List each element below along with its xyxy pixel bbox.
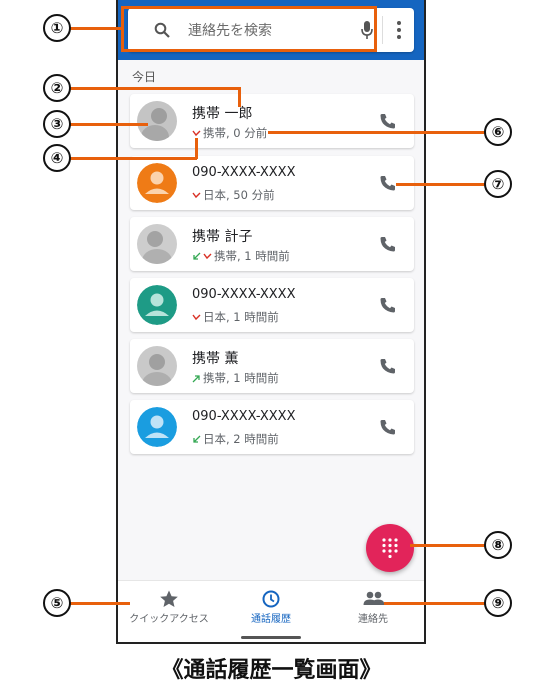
contact-photo-avatar[interactable] <box>137 346 177 386</box>
figure-caption: 《通話履歴一覧画面》 <box>161 658 382 683</box>
nav-label: 通話履歴 <box>251 614 291 625</box>
phone-number: 090-XXXX-XXXX <box>192 287 296 302</box>
search-bar[interactable]: 連絡先を検索 <box>128 8 414 52</box>
nav-call-history[interactable]: 通話履歴 <box>220 581 322 631</box>
incoming-call-icon <box>193 435 201 443</box>
call-detail-text: 携帯, 1 時間前 <box>214 249 290 263</box>
callout-line-4-v <box>195 138 198 159</box>
contact-avatar[interactable] <box>137 285 177 325</box>
phone-icon[interactable] <box>379 418 397 436</box>
dialpad-icon <box>382 538 398 558</box>
mic-icon[interactable] <box>360 20 374 40</box>
contact-avatar[interactable] <box>137 407 177 447</box>
callout-9: ⑨ <box>484 589 512 617</box>
call-detail: 日本, 50 分前 <box>192 187 275 203</box>
contact-photo-avatar[interactable] <box>137 101 177 141</box>
contact-avatar[interactable] <box>137 163 177 203</box>
search-icon[interactable] <box>154 22 170 38</box>
callout-line-3 <box>70 123 148 126</box>
people-icon <box>363 591 385 605</box>
callout-line-4 <box>70 157 197 160</box>
callout-1: ① <box>43 14 71 42</box>
call-log-item[interactable]: 090-XXXX-XXXX 日本, 2 時間前 <box>130 400 414 454</box>
call-detail: 携帯, 1 時間前 <box>192 248 290 264</box>
missed-call-icon <box>203 253 212 260</box>
contact-name: 携帯 薫 <box>192 351 239 367</box>
nav-contacts[interactable]: 連絡先 <box>322 581 424 631</box>
call-detail: 携帯, 0 分前 <box>192 125 267 141</box>
contact-name: 携帯 計子 <box>192 229 253 245</box>
phone-number: 090-XXXX-XXXX <box>192 409 296 424</box>
phone-icon[interactable] <box>379 357 397 375</box>
home-indicator[interactable] <box>241 636 301 639</box>
contact-name: 携帯 一郎 <box>192 106 253 122</box>
nav-label: クイックアクセス <box>129 614 209 625</box>
callout-7: ⑦ <box>484 170 512 198</box>
callout-5: ⑤ <box>43 589 71 617</box>
call-log-item[interactable]: 携帯 薫 携帯, 1 時間前 <box>130 339 414 393</box>
callout-8: ⑧ <box>484 531 512 559</box>
phone-icon[interactable] <box>379 235 397 253</box>
call-detail: 日本, 1 時間前 <box>192 309 279 325</box>
search-highlight-frame <box>121 6 377 52</box>
callout-3: ③ <box>43 110 71 138</box>
missed-call-icon <box>192 192 201 199</box>
more-vert-icon[interactable] <box>396 20 402 40</box>
callout-line-7 <box>396 183 486 186</box>
dialpad-fab-button[interactable] <box>366 524 414 572</box>
call-detail: 日本, 2 時間前 <box>192 431 279 447</box>
divider <box>382 16 383 44</box>
call-detail: 携帯, 1 時間前 <box>192 370 279 386</box>
nav-label: 連絡先 <box>358 614 388 625</box>
call-log-item[interactable]: 090-XXXX-XXXX 日本, 1 時間前 <box>130 278 414 332</box>
callout-line-2-v <box>238 87 241 107</box>
call-detail-text: 携帯, 1 時間前 <box>203 371 279 385</box>
call-detail-text: 日本, 2 時間前 <box>203 432 279 446</box>
call-log-item[interactable]: 携帯 一郎 携帯, 0 分前 <box>130 94 414 148</box>
callout-2: ② <box>43 74 71 102</box>
callout-6: ⑥ <box>484 118 512 146</box>
clock-icon <box>262 590 280 608</box>
missed-call-icon <box>192 314 201 321</box>
callout-line-1 <box>70 27 123 30</box>
callout-line-8 <box>410 544 486 547</box>
bottom-navigation: クイックアクセス 通話履歴 連絡先 <box>118 580 424 642</box>
contact-photo-avatar[interactable] <box>137 224 177 264</box>
nav-speed-dial[interactable]: クイックアクセス <box>118 581 220 631</box>
phone-icon[interactable] <box>379 112 397 130</box>
missed-call-icon <box>192 130 201 137</box>
callout-line-2 <box>70 87 240 90</box>
phone-icon[interactable] <box>379 174 397 192</box>
phone-number: 090-XXXX-XXXX <box>192 165 296 180</box>
section-label-today: 今日 <box>132 70 157 84</box>
phone-screen: 連絡先を検索 今日 携帯 一郎 携帯, 0 分前 090-XXXX-XXXX 日… <box>116 0 426 644</box>
star-icon <box>160 590 178 607</box>
callout-line-6 <box>268 131 486 134</box>
callout-line-5 <box>70 602 130 605</box>
outgoing-call-icon <box>192 375 200 383</box>
call-detail-text: 携帯, 0 分前 <box>203 126 268 140</box>
search-input[interactable]: 連絡先を検索 <box>188 23 272 39</box>
call-log-item[interactable]: 090-XXXX-XXXX 日本, 50 分前 <box>130 156 414 210</box>
call-detail-text: 日本, 1 時間前 <box>203 310 279 324</box>
call-detail-text: 日本, 50 分前 <box>203 188 275 202</box>
call-log-item[interactable]: 携帯 計子 携帯, 1 時間前 <box>130 217 414 271</box>
phone-icon[interactable] <box>379 296 397 314</box>
callout-4: ④ <box>43 144 71 172</box>
incoming-call-icon <box>193 252 201 260</box>
callout-line-9 <box>384 602 486 605</box>
